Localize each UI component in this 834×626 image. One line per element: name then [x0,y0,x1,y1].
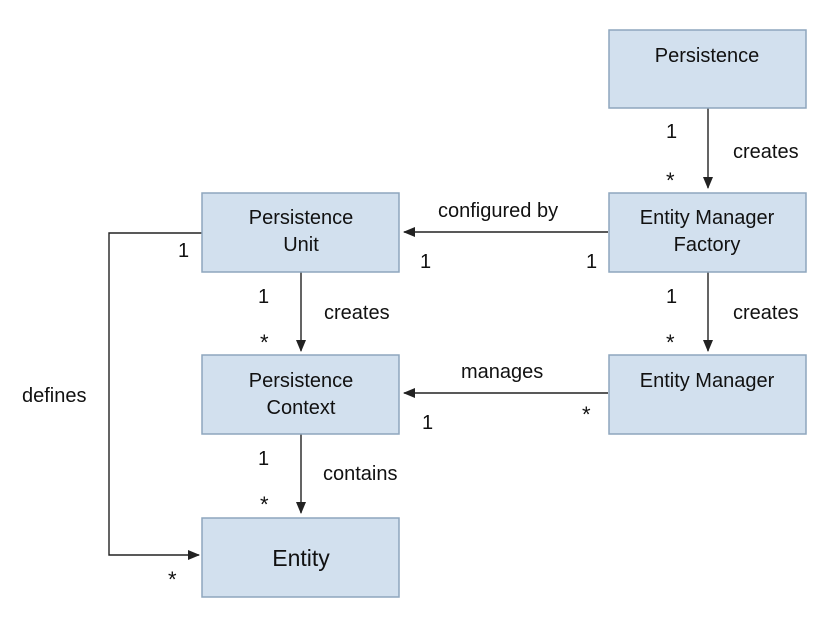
mult-em-manages-pc-source: * [582,402,591,427]
node-persistence-context: Persistence Context [201,354,400,435]
label-em-manages-pc: manages [461,361,543,383]
node-pu-label-line-1: Persistence [249,207,354,229]
node-entity: Entity [201,517,400,598]
node-em-label: Entity Manager [640,370,775,392]
mult-emf-configured-by-pu-target: 1 [420,251,431,273]
mult-pc-contains-entity-target: * [260,492,269,517]
mult-pu-creates-pc-target: * [260,330,269,355]
label-pc-contains-entity: contains [323,463,398,485]
node-persistence-label: Persistence [655,45,760,67]
mult-persistence-creates-emf-source: 1 [666,121,677,143]
mult-emf-creates-em-target: * [666,330,675,355]
node-pu-label-line-2: Unit [283,234,319,256]
mult-pu-creates-pc-source: 1 [258,286,269,308]
mult-em-manages-pc-target: 1 [422,412,433,434]
mult-pu-defines-entity-target: * [168,567,177,592]
node-pc-label-line-1: Persistence [249,370,354,392]
node-entity-manager-factory: Entity Manager Factory [608,192,807,273]
node-emf-label-line-2: Factory [674,234,741,256]
mult-pc-contains-entity-source: 1 [258,448,269,470]
edge-pu-defines-entity [108,232,202,560]
label-pu-creates-pc: creates [324,302,390,324]
mult-emf-creates-em-source: 1 [666,286,677,308]
label-persistence-creates-emf: creates [733,141,799,163]
node-persistence: Persistence [608,29,807,109]
mult-pu-defines-entity-source: 1 [178,240,189,262]
node-emf-label-line-1: Entity Manager [640,207,775,229]
label-emf-configured-by-pu: configured by [438,200,558,222]
mult-emf-configured-by-pu-source: 1 [586,251,597,273]
node-pc-label-line-2: Context [267,397,336,419]
mult-persistence-creates-emf-target: * [666,168,675,193]
node-entity-manager: Entity Manager [608,354,807,435]
node-persistence-unit: Persistence Unit [201,192,400,273]
node-entity-label: Entity [272,545,330,571]
label-emf-creates-em: creates [733,302,799,324]
label-pu-defines-entity: defines [22,385,87,407]
